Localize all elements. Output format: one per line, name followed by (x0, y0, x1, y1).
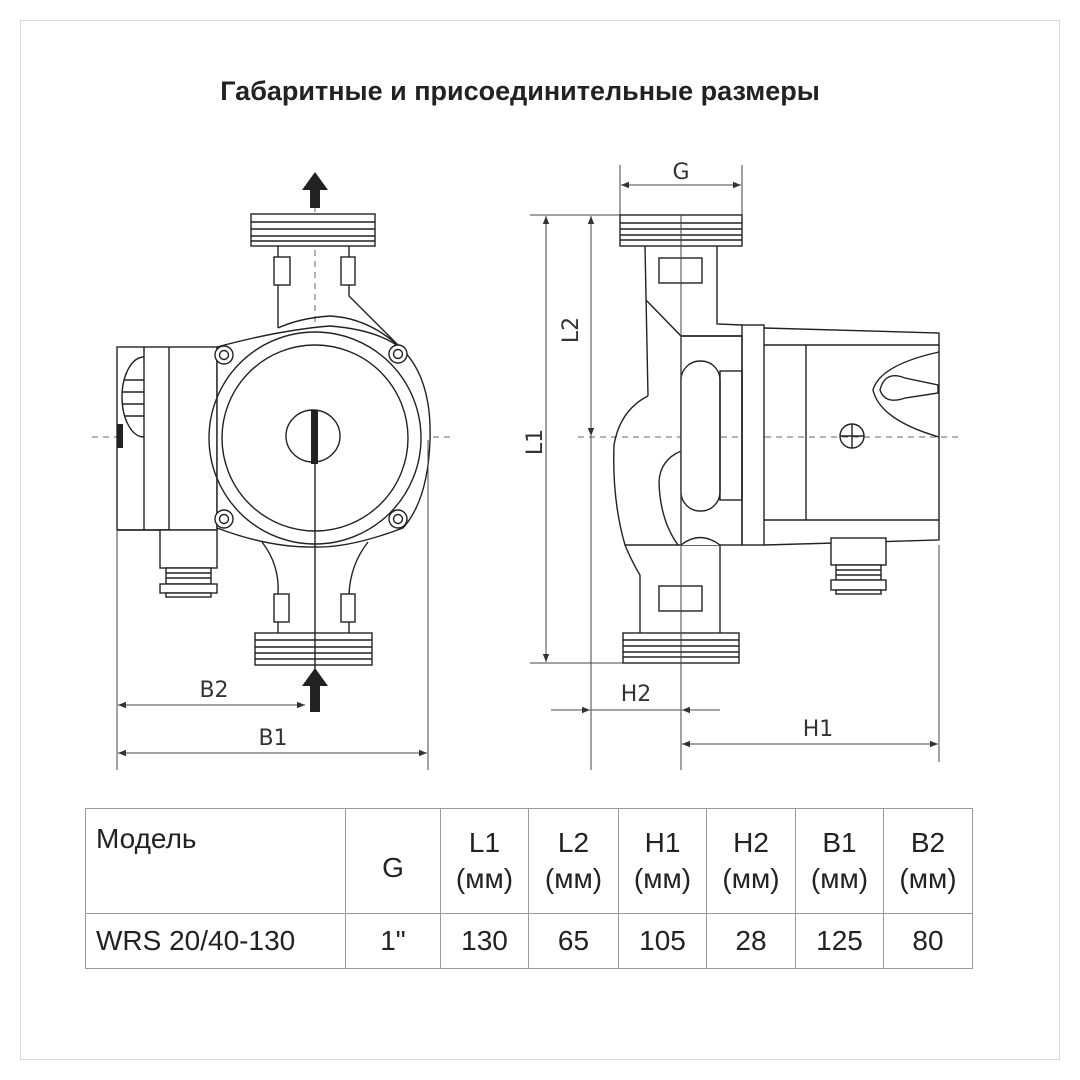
header-l2-unit: (мм) (544, 863, 603, 894)
motor-housing (116, 346, 218, 531)
header-h1: H1 (мм) (618, 808, 707, 914)
inlet-flange (254, 632, 373, 666)
header-h2: H2 (мм) (706, 808, 796, 914)
side-volute (613, 335, 743, 576)
label-b1: B1 (258, 726, 287, 751)
header-h2-unit: (мм) (722, 863, 780, 894)
cell-h2: 28 (706, 913, 796, 969)
header-l1: L1 (мм) (440, 808, 529, 914)
crosshair-icon (839, 423, 865, 449)
side-view: G (523, 160, 962, 770)
bolt-icon (214, 345, 234, 365)
front-view: B2 B1 (92, 172, 455, 770)
header-model: Модель (85, 808, 346, 914)
nameplate-icon (879, 375, 939, 401)
page-title: Габаритные и присоединительные размеры (220, 76, 820, 106)
header-b1-unit: (мм) (810, 863, 869, 894)
header-b2-name: B2 (910, 826, 946, 858)
terminal-box (117, 529, 218, 598)
page-frame (20, 20, 1060, 1060)
header-l2: L2 (мм) (528, 808, 619, 914)
label-h2: H2 (621, 682, 652, 707)
label-l2: L2 (559, 317, 584, 343)
flow-in-arrow-icon (302, 668, 328, 712)
bolt-icon (388, 344, 408, 364)
cell-model: WRS 20/40-130 (85, 913, 346, 969)
pump-drawing: B2 B1 G (92, 160, 962, 770)
header-b1-name: B1 (822, 826, 857, 858)
header-h2-name: H2 (733, 826, 769, 858)
header-l2-name: L2 (557, 826, 590, 858)
cell-b2: 80 (883, 913, 973, 969)
bolt-icon (388, 509, 408, 529)
header-h1-unit: (мм) (633, 863, 692, 894)
label-b2: B2 (199, 678, 228, 703)
pump-volute (208, 325, 431, 548)
header-b1: B1 (мм) (795, 808, 884, 914)
bolt-icon (214, 509, 234, 529)
header-l1-unit: (мм) (455, 863, 514, 894)
header-g: G (345, 808, 441, 914)
cell-h1: 105 (618, 913, 707, 969)
label-h1: H1 (803, 717, 834, 742)
dimensions-table: Модель G L1 (мм) L2 (мм) H1 (мм) H2 (мм) B1 (… (85, 808, 973, 969)
label-g: G (672, 160, 689, 185)
table-row: WRS 20/40-130 1" 130 65 105 28 125 80 (85, 913, 973, 969)
table-header-row: Модель G L1 (мм) L2 (мм) H1 (мм) H2 (мм) B1 (… (85, 808, 973, 914)
header-b2-unit: (мм) (899, 863, 957, 894)
outlet-flange (250, 213, 376, 247)
label-l1: L1 (523, 429, 548, 455)
cell-l2: 65 (528, 913, 619, 969)
flow-out-arrow-icon (302, 172, 328, 208)
header-b2: B2 (мм) (883, 808, 973, 914)
cell-b1: 125 (795, 913, 884, 969)
cell-g: 1" (345, 913, 441, 969)
side-terminal-box (830, 537, 887, 595)
header-l1-name: L1 (468, 826, 501, 858)
indicator-tab (117, 424, 123, 448)
cell-l1: 130 (440, 913, 529, 969)
header-h1-name: H1 (644, 826, 681, 858)
